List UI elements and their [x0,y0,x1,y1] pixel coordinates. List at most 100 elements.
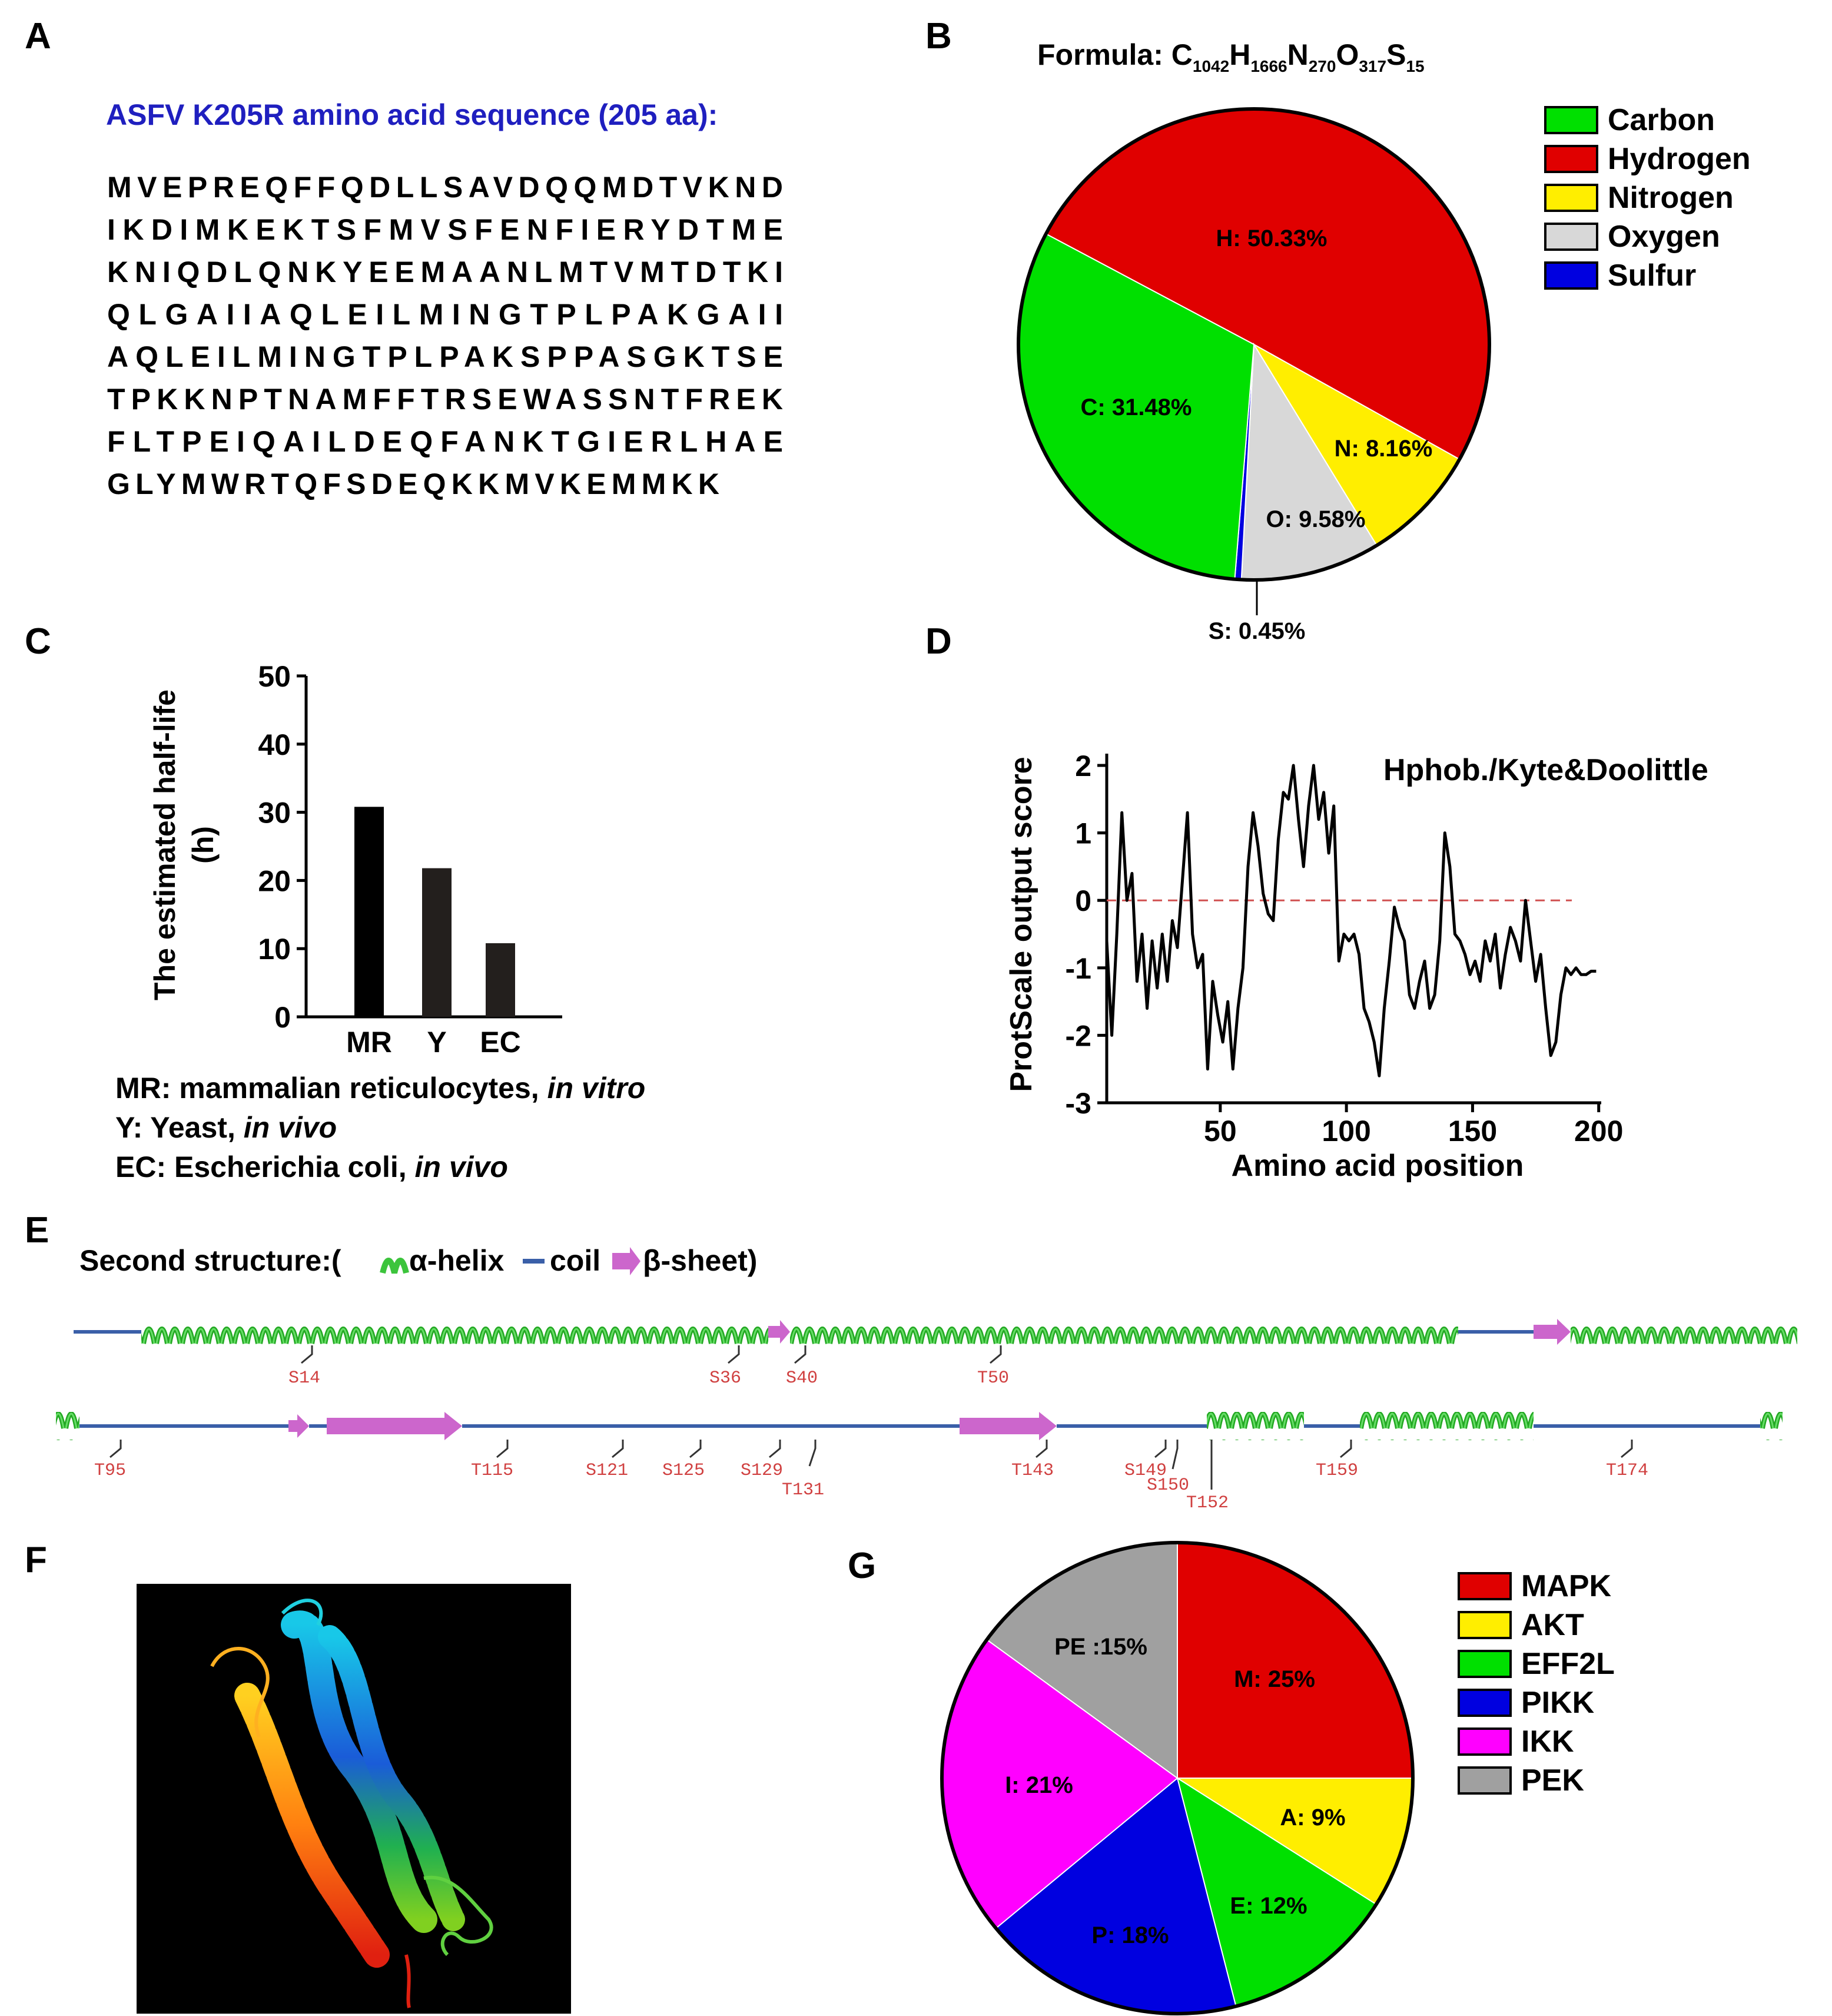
x-tick-label: 50 [1204,1115,1237,1148]
sequence-line: GLYMWRTQFSDEQKKMVKEMMKK [107,467,719,500]
sheet-segment [327,1412,462,1440]
sequence-line: IKDIMKEKTSFMVSFENFIERYDTME [107,213,783,246]
slice-label: P: 18% [1091,1922,1169,1948]
y-tick-label: 2 [1075,750,1091,782]
footnote: MR: mammalian reticulocytes, in vitro [115,1072,645,1105]
formula-subscript: 1042 [1193,57,1229,75]
site-label: T143 [1011,1461,1054,1481]
sheet-segment [1534,1319,1571,1345]
site-label: S14 [288,1368,320,1388]
panel-label-a: A [25,16,51,57]
footnote-italic: in vitro [547,1072,646,1105]
site-label: S125 [662,1461,705,1481]
panel-label-f: F [25,1540,47,1580]
pie-outline [1017,107,1491,582]
x-tick-label: 100 [1322,1115,1370,1148]
protein-structure-image [137,1584,571,2014]
legend-swatch [1458,1650,1512,1678]
panel-label-c: C [25,621,51,662]
hydrophobicity-annotation: Hphob./Kyte&Doolittle [1383,753,1708,787]
site-marker: S121 [586,1440,628,1481]
site-marker: S149 [1124,1440,1167,1481]
site-label: S121 [586,1461,628,1481]
x-tick-label: Y [427,1026,446,1059]
sequence-block: MVEPREQFFQDLLSAVDQQMDTVKND IKDIMKEKTSFMV… [107,171,783,500]
slice-label: I: 21% [1005,1772,1073,1798]
sequence-line: MVEPREQFFQDLLSAVDQQMDTVKND [107,171,783,204]
footnote-text: Y: Yeast, [115,1111,244,1144]
site-marker: S14 [288,1345,320,1388]
sequence-line: FLTPEIQAILDEQFANKTGIERLHAE [107,425,783,458]
site-label: T95 [94,1461,126,1481]
panel-label-d: D [925,621,952,662]
panel-label-e: E [25,1210,49,1251]
legend-label: Carbon [1608,103,1715,137]
slice-label: E: 12% [1230,1893,1307,1919]
y-axis-label: ProtScale output score [1004,757,1038,1092]
footnote-italic: in vivo [415,1150,508,1183]
site-marker: S40 [786,1345,818,1388]
structure-row-1: S14 S36 S40 T50 [74,1318,1797,1388]
legend-coil: coil [550,1244,600,1277]
bar [486,943,515,1017]
pie-outline [940,1541,1415,2015]
helix-segment [1571,1318,1797,1346]
slice-label: N: 8.16% [1335,436,1433,462]
legend-label: Oxygen [1608,220,1720,254]
x-tick-label: EC [480,1026,520,1059]
footnote-text: EC: Escherichia coli, [115,1150,415,1183]
helix-segment [1760,1412,1783,1440]
site-label: T50 [977,1368,1009,1388]
site-marker: S150 [1147,1440,1189,1496]
structure-image-background [137,1584,571,2014]
footnote-italic: in vivo [244,1111,337,1144]
helix-segment [141,1318,768,1346]
element-composition-pie: H: 50.33%N: 8.16%O: 9.58%S: 0.45%C: 31.4… [1017,107,1491,644]
legend-swatch [1544,223,1598,251]
x-tick-label: MR [346,1026,392,1059]
legend-label: PEK [1521,1763,1584,1798]
secondary-structure-legend: Second structure:( α-helix coil β-sheet) [79,1244,757,1277]
formula-subscript: 317 [1359,57,1386,75]
formula-prefix: Formula: [1037,38,1171,71]
site-marker: T159 [1316,1440,1358,1481]
helix-segment [790,1318,1458,1346]
helix-segment [1360,1412,1534,1440]
x-tick-label: 200 [1574,1115,1623,1148]
y-tick-label: 0 [1075,884,1091,917]
formula-element: C [1171,38,1193,71]
y-tick-label: -3 [1066,1087,1091,1120]
y-tick-label: -1 [1066,952,1091,985]
slice-label: H: 50.33% [1216,226,1327,251]
footnote-text: MR: mammalian reticulocytes, [115,1072,547,1105]
formula-subscript: 1666 [1250,57,1287,75]
site-label: T152 [1186,1493,1229,1513]
site-label: S150 [1147,1475,1189,1496]
site-marker: T174 [1606,1440,1648,1481]
sheet-segment [768,1320,790,1344]
formula-element: O [1336,38,1359,71]
footnote: EC: Escherichia coli, in vivo [115,1150,508,1183]
slice-label: S: 0.45% [1209,618,1306,644]
site-marker: S129 [741,1440,783,1481]
legend-helix: α-helix [409,1244,505,1277]
legend-swatch [1544,184,1598,212]
site-marker: S36 [709,1345,741,1388]
slice-label: PE :15% [1054,1634,1147,1660]
legend-swatch [1458,1572,1512,1600]
formula-element: S [1386,38,1406,71]
helix-segment [56,1412,79,1440]
formula-element: H [1229,38,1250,71]
bar [422,868,452,1017]
y-tick-label: -2 [1066,1019,1091,1052]
formula-subscript: 270 [1309,57,1336,75]
legend-label: Sulfur [1608,258,1696,293]
ribbon-model [210,1599,493,2008]
legend-label: IKK [1521,1725,1574,1759]
legend-label: EFF2L [1521,1647,1615,1681]
sheet-segment [288,1414,309,1438]
y-tick-label: 20 [258,864,291,897]
site-marker: T152 [1186,1440,1229,1513]
